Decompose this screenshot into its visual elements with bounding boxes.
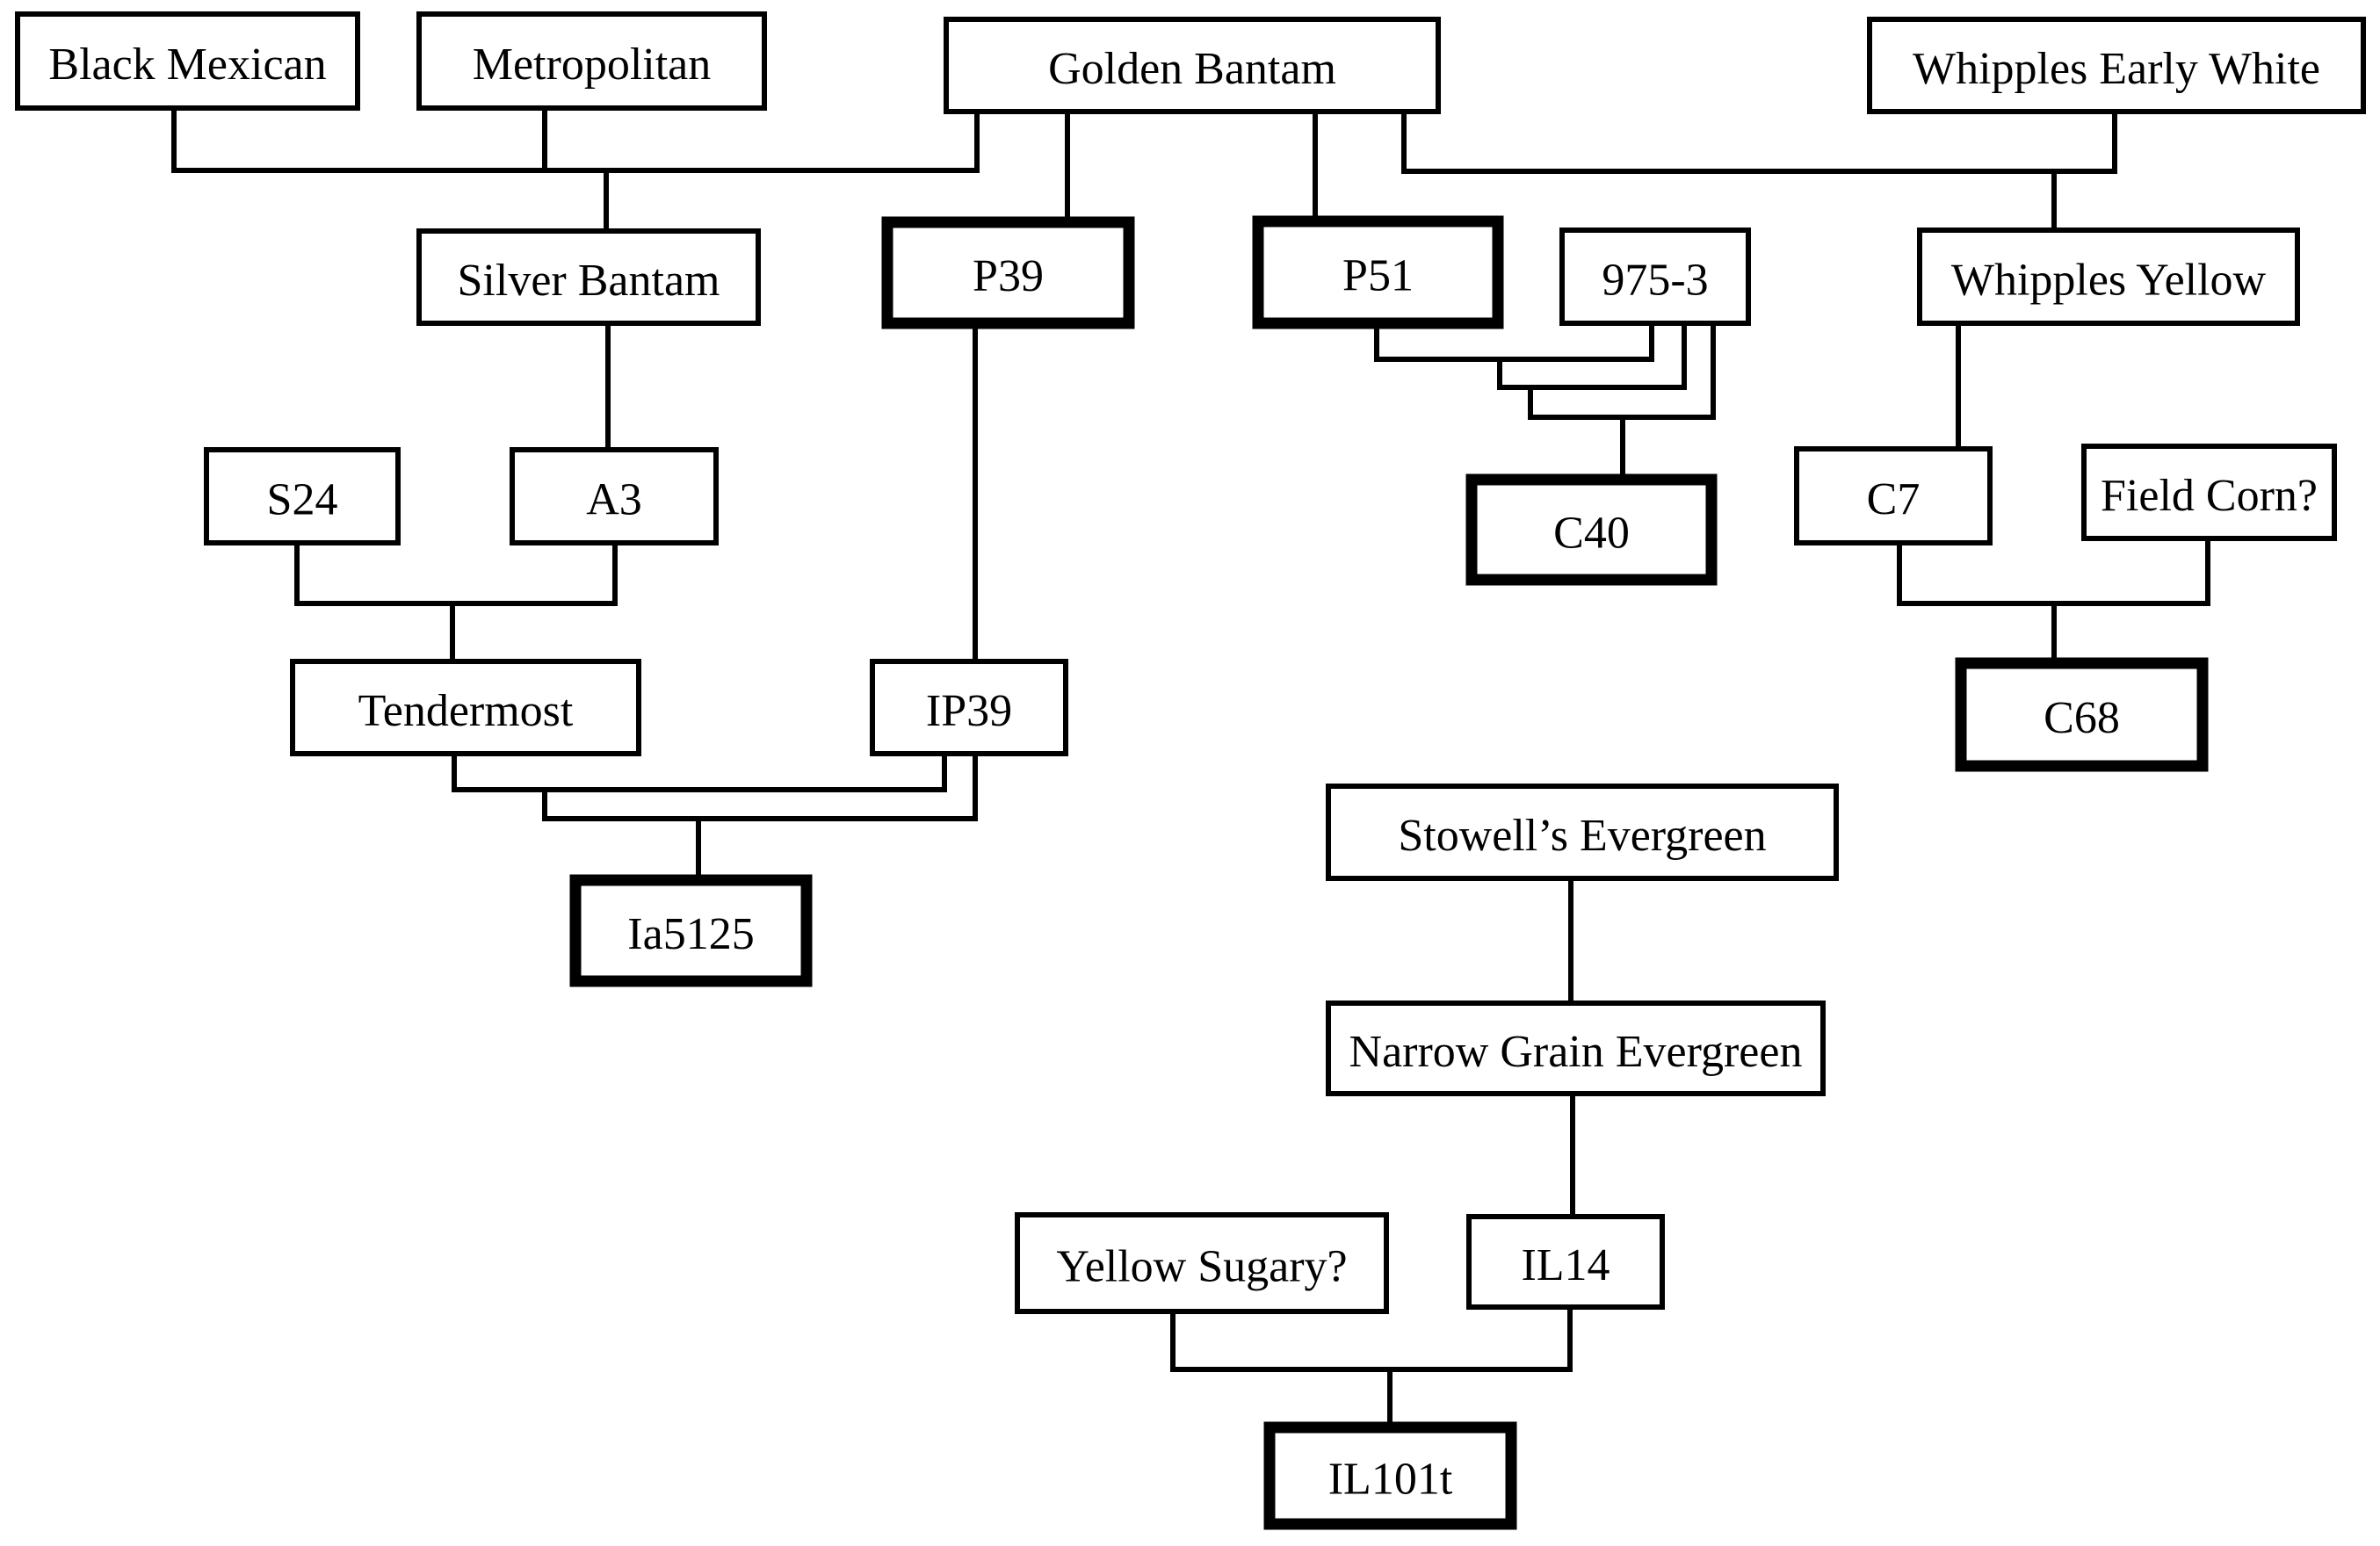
node-box-yellow-sugary (1015, 1212, 1389, 1314)
node-whipples-early-white: Whipples Early White (1867, 17, 2366, 114)
node-narrow-grain-evergreen: Narrow Grain Evergreen (1326, 1001, 1826, 1096)
node-box-whipples-early-white (1867, 17, 2366, 114)
node-label-c68: C68 (2044, 693, 2120, 743)
node-box-metropolitan (416, 11, 767, 111)
edge-s24-a3-bus (294, 540, 618, 606)
node-label-silver-bantam: Silver Bantam (458, 256, 720, 306)
node-box-975-3 (1559, 228, 1751, 326)
node-label-ia5125: Ia5125 (627, 909, 754, 959)
node-label-whipples-yellow: Whipples Yellow (1951, 256, 2267, 306)
node-box-silver-bantam (416, 228, 761, 326)
edge-p51-975-bracket2 (1497, 321, 1687, 390)
node-il101t: IL101t (1263, 1421, 1517, 1530)
node-box-whipples-yellow (1917, 228, 2300, 326)
node-box-il14 (1466, 1214, 1665, 1310)
node-box-tendermost (290, 659, 641, 756)
node-box-stowells-evergreen (1326, 784, 1839, 881)
node-s24: S24 (204, 447, 401, 545)
node-box-s24 (204, 447, 401, 545)
node-label-ip39: IP39 (926, 686, 1012, 736)
edge-tendermost-ip39-bracket2 (542, 751, 978, 821)
node-label-s24: S24 (267, 475, 338, 525)
node-box-field-corn (2081, 444, 2337, 541)
node-box-il101t (1263, 1421, 1517, 1530)
edge-goldenbantam-whipples-bus (1401, 109, 2117, 174)
node-label-p51: P51 (1342, 251, 1414, 301)
node-box-golden-bantam (944, 17, 1441, 114)
node-box-p39 (881, 216, 1135, 329)
node-label-p39: P39 (973, 251, 1044, 301)
node-box-p51 (1252, 215, 1504, 329)
node-a3: A3 (510, 447, 719, 545)
node-label-975-3: 975-3 (1602, 256, 1708, 306)
node-box-c40 (1465, 473, 1718, 586)
node-box-black-mexican (15, 11, 360, 111)
node-label-metropolitan: Metropolitan (473, 40, 712, 90)
node-label-narrow-grain-evergreen: Narrow Grain Evergreen (1349, 1027, 1803, 1077)
edge-c7-fieldcorn-bus (1897, 536, 2210, 606)
node-label-whipples-early-white: Whipples Early White (1913, 44, 2320, 94)
node-c7: C7 (1794, 446, 1993, 545)
node-975-3: 975-3 (1559, 228, 1751, 326)
edge-tendermost-ip39-bracket1 (452, 751, 947, 792)
node-label-il101t: IL101t (1328, 1455, 1453, 1505)
node-il14: IL14 (1466, 1214, 1665, 1310)
node-label-black-mexican: Black Mexican (48, 40, 326, 90)
node-field-corn: Field Corn? (2081, 444, 2337, 541)
node-ia5125: Ia5125 (569, 874, 813, 987)
node-label-il14: IL14 (1521, 1240, 1610, 1290)
node-label-a3: A3 (586, 475, 642, 525)
node-whipples-yellow: Whipples Yellow (1917, 228, 2300, 326)
node-label-yellow-sugary: Yellow Sugary? (1056, 1242, 1347, 1292)
node-black-mexican: Black Mexican (15, 11, 360, 111)
edge-yellowsugary-il14-bus (1170, 1304, 1573, 1372)
node-silver-bantam: Silver Bantam (416, 228, 761, 326)
node-box-ip39 (870, 659, 1068, 756)
node-label-field-corn: Field Corn? (2101, 471, 2318, 521)
node-box-c7 (1794, 446, 1993, 545)
node-c68: C68 (1955, 657, 2209, 772)
node-c40: C40 (1465, 473, 1718, 586)
node-box-c68 (1955, 657, 2209, 772)
edge-p51-975-bracket1 (1374, 321, 1654, 362)
edges-layer (171, 105, 2210, 1430)
edge-blackmexican-goldenbantam-bus (171, 105, 980, 173)
node-ip39: IP39 (870, 659, 1068, 756)
node-label-c7: C7 (1867, 474, 1921, 524)
node-box-ia5125 (569, 874, 813, 987)
node-label-golden-bantam: Golden Bantam (1048, 44, 1336, 94)
node-label-c40: C40 (1553, 509, 1630, 559)
node-label-stowells-evergreen: Stowell’s Evergreen (1398, 811, 1766, 861)
node-stowells-evergreen: Stowell’s Evergreen (1326, 784, 1839, 881)
node-golden-bantam: Golden Bantam (944, 17, 1441, 114)
node-box-a3 (510, 447, 719, 545)
node-metropolitan: Metropolitan (416, 11, 767, 111)
node-p39: P39 (881, 216, 1135, 329)
node-label-tendermost: Tendermost (358, 686, 574, 736)
node-p51: P51 (1252, 215, 1504, 329)
node-box-narrow-grain-evergreen (1326, 1001, 1826, 1096)
node-tendermost: Tendermost (290, 659, 641, 756)
node-yellow-sugary: Yellow Sugary? (1015, 1212, 1389, 1314)
